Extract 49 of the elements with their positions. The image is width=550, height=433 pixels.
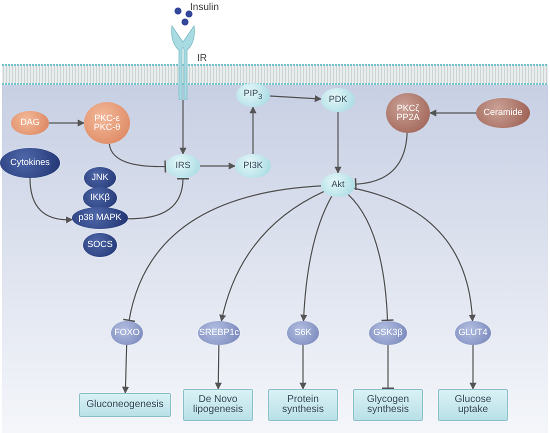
node-label: IRS xyxy=(175,161,190,171)
node-label: IKKβ xyxy=(90,193,110,203)
node-label: SREBP1c xyxy=(198,328,240,338)
node-label: Akt xyxy=(331,180,344,190)
arrow xyxy=(470,345,476,390)
arrow xyxy=(354,188,476,322)
node-label: PKCζ xyxy=(396,104,420,113)
node-label: p38 MAPK xyxy=(78,213,122,223)
arrow xyxy=(270,95,322,102)
process-box xyxy=(268,389,338,421)
arrow xyxy=(300,345,306,390)
process-box xyxy=(183,389,253,421)
node-label: PKC-ε xyxy=(94,114,120,123)
node-label: Glucose uptake xyxy=(454,394,492,416)
node-label: Cytokines xyxy=(10,158,50,168)
node-label: De Novo lipogenesis xyxy=(192,394,244,416)
node-label: PDK xyxy=(328,95,348,105)
arrow xyxy=(214,345,222,390)
arrow xyxy=(429,110,476,116)
process-box xyxy=(353,389,423,421)
node-label: Gluconeogenesis xyxy=(86,400,164,410)
node-label: S6K xyxy=(294,328,312,338)
node-label: Ceramide xyxy=(483,108,522,118)
arrow xyxy=(200,162,236,170)
node-label: GLUT4 xyxy=(458,328,488,338)
arrow xyxy=(29,178,73,224)
arrow xyxy=(220,191,324,322)
ligand-label: Insulin xyxy=(190,2,219,13)
node-label: GSK3β xyxy=(373,328,403,338)
arrow xyxy=(250,106,256,154)
receptor-label: IR xyxy=(197,53,207,64)
node-label: Protein synthesis xyxy=(281,394,325,416)
node-label: SOCS xyxy=(87,240,113,250)
arrow xyxy=(180,100,186,155)
arrow xyxy=(300,196,332,322)
process-box xyxy=(79,393,171,417)
arrow xyxy=(49,120,85,126)
node-label: DAG xyxy=(20,118,40,128)
node-label: FOXO xyxy=(114,328,140,338)
process-box xyxy=(438,389,508,421)
node-label: Glycogen synthesis xyxy=(366,394,410,416)
arrow xyxy=(334,112,342,174)
node-label: PIP$_{3}$ xyxy=(244,89,262,101)
node-label: PKC-θ xyxy=(94,123,120,132)
receptor-drawing xyxy=(170,22,196,100)
node-label: PI3K xyxy=(243,161,263,171)
node-label: JNK xyxy=(91,173,108,183)
arrow xyxy=(122,344,129,394)
node-label: PP2A xyxy=(396,113,420,122)
